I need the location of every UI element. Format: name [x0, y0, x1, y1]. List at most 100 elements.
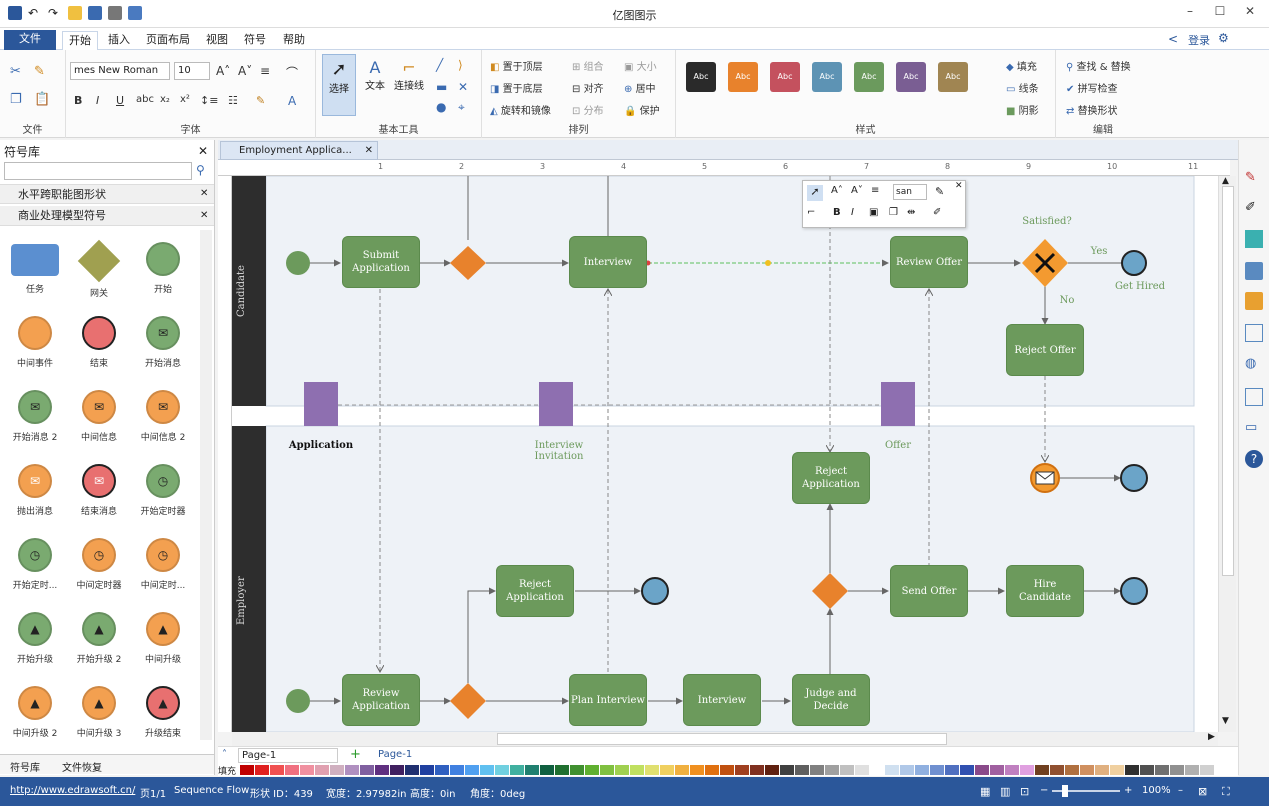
task-review-offer[interactable]: Review Offer: [890, 236, 968, 288]
connection-point-icon[interactable]: ⌖: [458, 100, 465, 114]
color-swatch[interactable]: [720, 765, 734, 775]
task-submit-application[interactable]: Submit Application: [342, 236, 420, 288]
help-icon[interactable]: ?: [1245, 450, 1263, 468]
fullscreen-icon[interactable]: ⛶: [1222, 785, 1230, 798]
size-button[interactable]: ▣ 大小: [624, 58, 657, 73]
view-page-icon[interactable]: ▥: [1000, 785, 1011, 798]
status-url[interactable]: http://www.edrawsoft.cn/: [10, 785, 136, 796]
symbol-item[interactable]: ✉开始消息: [130, 314, 196, 369]
spacing-icon[interactable]: ⇹: [907, 207, 916, 218]
tab-view[interactable]: 视图: [206, 33, 228, 46]
symbol-item[interactable]: ▲中间升级: [130, 610, 196, 665]
line-shape-icon[interactable]: ╱: [436, 58, 444, 72]
flow-line[interactable]: [467, 587, 496, 683]
color-swatch[interactable]: [1035, 765, 1049, 775]
arc-icon[interactable]: ⌒: [286, 66, 299, 80]
color-swatch[interactable]: [555, 765, 569, 775]
task-judge-and-decide[interactable]: Judge and Decide: [792, 674, 870, 726]
color-swatch[interactable]: [495, 765, 509, 775]
align-button[interactable]: ⊟ 对齐: [572, 80, 604, 95]
format-icon[interactable]: ✎: [1245, 170, 1256, 185]
search-icon[interactable]: ⚲: [196, 163, 205, 177]
color-swatch[interactable]: [615, 765, 629, 775]
save-icon[interactable]: [88, 6, 102, 20]
color-swatch[interactable]: [1095, 765, 1109, 775]
color-swatch[interactable]: [435, 765, 449, 775]
gateway[interactable]: [812, 573, 848, 609]
pointer-icon[interactable]: ➚: [807, 185, 823, 201]
color-swatch[interactable]: [825, 765, 839, 775]
library-section-bpmn[interactable]: 商业处理模型符号: [0, 206, 214, 226]
library-section-swimlane[interactable]: 水平跨职能图形状: [0, 184, 214, 204]
color-swatch[interactable]: [660, 765, 674, 775]
distribute-button[interactable]: ⊡ 分布: [572, 102, 604, 117]
task-send-offer[interactable]: Send Offer: [890, 565, 968, 617]
rotate-button[interactable]: ◭ 旋转和镜像: [490, 102, 551, 117]
color-swatch[interactable]: [930, 765, 944, 775]
close-section-icon[interactable]: ✕: [200, 210, 209, 221]
color-swatch[interactable]: [1080, 765, 1094, 775]
ellipse-shape-icon[interactable]: ●: [436, 100, 447, 114]
cross-icon[interactable]: ✕: [458, 80, 469, 94]
color-swatch[interactable]: [675, 765, 689, 775]
tab-symbol[interactable]: 符号: [244, 33, 266, 46]
gateway[interactable]: [450, 683, 486, 719]
close-window-button[interactable]: ✕: [1244, 4, 1256, 18]
tab-page-layout[interactable]: 页面布局: [146, 33, 190, 46]
color-swatch[interactable]: [345, 765, 359, 775]
shrink-font-icon[interactable]: A˅: [238, 64, 253, 78]
color-swatch[interactable]: [915, 765, 929, 775]
share-icon[interactable]: <: [1168, 32, 1179, 46]
vertical-scroll-thumb[interactable]: [1222, 186, 1234, 576]
fill-icon[interactable]: ▣: [869, 207, 879, 218]
style-swatch[interactable]: Abc: [896, 62, 926, 92]
end-event[interactable]: [1120, 577, 1148, 605]
symbol-item[interactable]: ▲中间升级 2: [2, 684, 68, 739]
menu-file[interactable]: 文件: [4, 30, 56, 50]
start-event[interactable]: [286, 251, 310, 275]
color-swatch[interactable]: [765, 765, 779, 775]
fit-page-icon[interactable]: ⊠: [1198, 785, 1208, 798]
color-swatch[interactable]: [885, 765, 899, 775]
tab-home[interactable]: 开始: [62, 31, 98, 50]
color-swatch[interactable]: [780, 765, 794, 775]
tab-insert[interactable]: 插入: [108, 33, 130, 46]
bold-icon[interactable]: B: [74, 94, 83, 107]
fit-icon[interactable]: ⊡: [1020, 785, 1030, 798]
color-swatch[interactable]: [585, 765, 599, 775]
color-swatch[interactable]: [690, 765, 704, 775]
collapse-icon[interactable]: ˄: [222, 749, 227, 760]
align-icon[interactable]: ≡: [871, 185, 880, 196]
style-swatch[interactable]: Abc: [812, 62, 842, 92]
color-swatch[interactable]: [750, 765, 764, 775]
color-swatch[interactable]: [270, 765, 284, 775]
open-icon[interactable]: [68, 6, 82, 20]
view-normal-icon[interactable]: ▦: [980, 785, 991, 798]
add-page-icon[interactable]: +: [350, 747, 361, 762]
symbol-item[interactable]: ◷开始定时...: [2, 536, 68, 591]
symbol-item[interactable]: ▲开始升级: [2, 610, 68, 665]
symbol-item[interactable]: 网关: [66, 239, 132, 299]
color-swatch[interactable]: [1005, 765, 1019, 775]
color-swatch[interactable]: [1155, 765, 1169, 775]
tab-file-recovery[interactable]: 文件恢复: [62, 763, 102, 774]
copy-icon[interactable]: ❐: [889, 207, 898, 218]
symbol-item[interactable]: ◷开始定时器: [130, 462, 196, 517]
center-button[interactable]: ⊕ 居中: [624, 80, 656, 95]
color-swatch[interactable]: [810, 765, 824, 775]
color-swatch[interactable]: [570, 765, 584, 775]
format-painter-icon[interactable]: ✎: [34, 64, 45, 79]
symbol-item[interactable]: ✉中间信息: [66, 388, 132, 443]
style-swatch[interactable]: Abc: [938, 62, 968, 92]
zoom-slider-thumb[interactable]: [1062, 785, 1068, 797]
color-swatch[interactable]: [990, 765, 1004, 775]
paste-icon[interactable]: 📋: [34, 92, 51, 107]
color-swatch[interactable]: [870, 765, 884, 775]
color-swatch[interactable]: [600, 765, 614, 775]
font-name-select[interactable]: mes New Roman: [70, 62, 170, 80]
color-swatch[interactable]: [630, 765, 644, 775]
color-swatch[interactable]: [405, 765, 419, 775]
color-swatch[interactable]: [735, 765, 749, 775]
vertical-scrollbar[interactable]: ▲ ▼: [1218, 176, 1236, 732]
zoom-in-icon[interactable]: +: [1124, 785, 1133, 796]
